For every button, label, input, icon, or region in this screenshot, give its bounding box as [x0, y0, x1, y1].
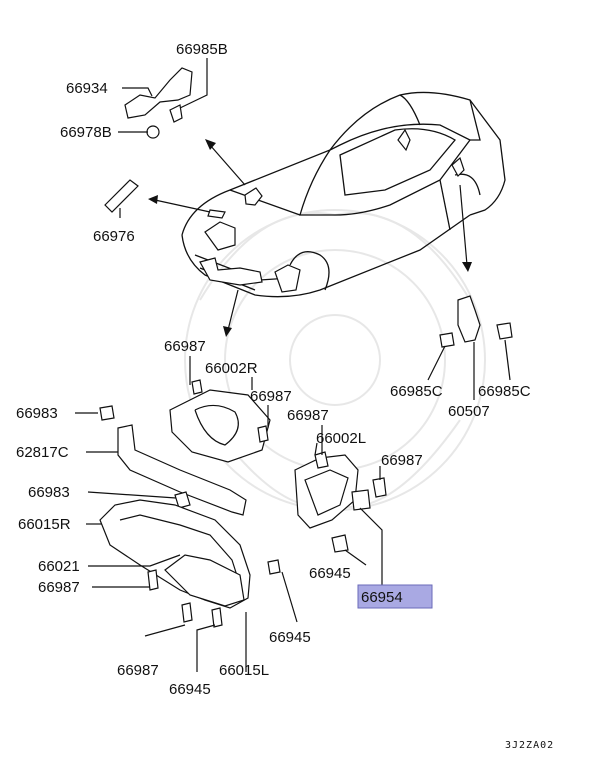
label-66978B: 66978B	[60, 124, 112, 141]
label-66983-b: 66983	[28, 484, 70, 501]
leader-lines	[75, 58, 511, 672]
label-66945-b: 66945	[269, 629, 311, 646]
label-66002L: 66002L	[316, 430, 366, 447]
car-body-outline	[181, 91, 506, 298]
label-60507: 60507	[448, 403, 490, 420]
label-66987-a: 66987	[164, 338, 206, 355]
label-66987-f: 66987	[117, 662, 159, 679]
label-66015L: 66015L	[219, 662, 269, 679]
in-car-parts	[199, 128, 465, 293]
highlight-box	[357, 584, 433, 609]
label-66976: 66976	[93, 228, 135, 245]
label-66934: 66934	[66, 80, 108, 97]
label-66015R: 66015R	[18, 516, 71, 533]
label-66987-b: 66987	[250, 388, 292, 405]
label-66002R: 66002R	[205, 360, 258, 377]
lower-front-parts	[99, 379, 281, 628]
label-66987-e: 66987	[38, 579, 80, 596]
diagram-code: 3J2ZA02	[505, 740, 554, 751]
label-66985C-right: 66985C	[478, 383, 531, 400]
label-66983-a: 66983	[16, 405, 58, 422]
label-66945-a: 66945	[309, 565, 351, 582]
side-splash-parts	[294, 295, 513, 553]
label-66985B: 66985B	[176, 41, 228, 58]
label-66985C-left: 66985C	[390, 383, 443, 400]
label-66987-d: 66987	[381, 452, 423, 469]
label-62817C: 62817C	[16, 444, 69, 461]
label-66945-c: 66945	[169, 681, 211, 698]
label-66954: 66954	[361, 589, 403, 606]
label-66987-c: 66987	[287, 407, 329, 424]
callout-arrows	[148, 139, 472, 337]
part-labels: 66985B 66934 66978B 66976 66987 66002R 6…	[16, 41, 531, 698]
hood-lock-parts	[104, 67, 193, 213]
label-66021: 66021	[38, 558, 80, 575]
